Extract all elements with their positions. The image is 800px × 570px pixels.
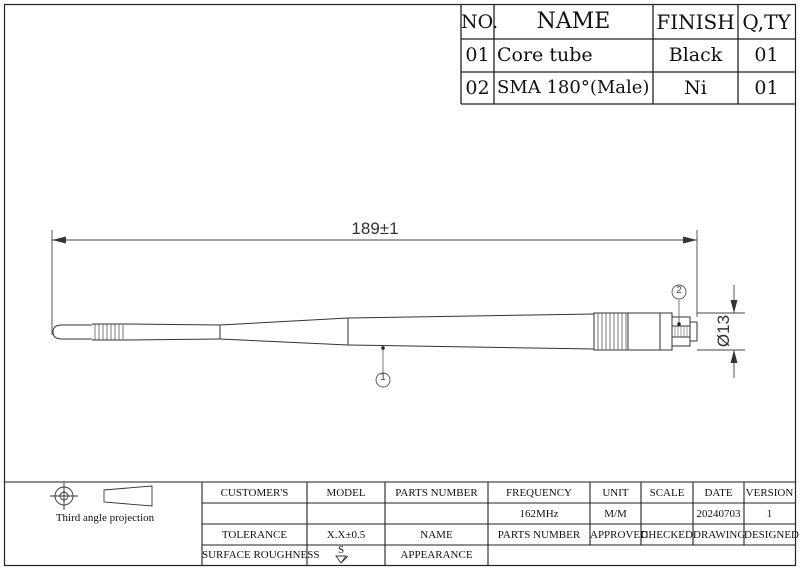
- projection-label: Third angle projection: [55, 512, 155, 524]
- value-frequency: 162MHz: [519, 508, 559, 520]
- diameter-dimension-label: Ø13: [714, 314, 733, 348]
- label-customers: CUSTOMER'S: [220, 487, 289, 499]
- value-unit: M/M: [604, 508, 627, 520]
- projection-symbol: [50, 482, 153, 510]
- header-no: NO.: [461, 11, 499, 33]
- row2-finish: Ni: [684, 77, 707, 99]
- row2-name: SMA 180°(Male): [497, 77, 650, 98]
- balloon-2-label: 2: [676, 285, 682, 296]
- label-unit: UNIT: [602, 487, 629, 499]
- roughness-symbol: [335, 555, 349, 564]
- label-checked: CHECKED: [641, 529, 693, 541]
- row1-name: Core tube: [497, 44, 593, 66]
- parts-table-grid: [460, 5, 795, 105]
- balloon-1-dot: [381, 346, 385, 350]
- label-name: NAME: [420, 529, 453, 541]
- row2-qty: 01: [754, 77, 779, 99]
- label-parts-number: PARTS NUMBER: [395, 487, 478, 499]
- label-parts-number-2: PARTS NUMBER: [497, 529, 581, 541]
- header-qty: Q,TY: [742, 10, 791, 34]
- balloon-1-circle: [375, 372, 391, 388]
- rear-ridges: [597, 313, 627, 350]
- label-drawing: DRAWING: [693, 529, 746, 541]
- dia-arrow-top: [730, 300, 738, 313]
- sheet-frame: [3, 3, 797, 567]
- balloon-2-circle: [671, 284, 687, 300]
- label-date: DATE: [704, 487, 733, 499]
- dim-arrow-right: [683, 236, 697, 244]
- label-frequency: FREQUENCY: [505, 487, 572, 499]
- length-dimension-label: 189±1: [351, 219, 399, 238]
- label-approved: APPROVED: [590, 529, 649, 541]
- value-version: 1: [766, 508, 773, 520]
- value-date: 20240703: [696, 508, 741, 520]
- title-block-grid: [5, 481, 795, 566]
- header-finish: FINISH: [656, 10, 735, 34]
- row1-finish: Black: [668, 44, 723, 66]
- connector-thread: [674, 326, 688, 337]
- tip-ridges: [94, 324, 124, 340]
- row1-no: 01: [465, 44, 490, 66]
- label-designed: DESIGNED: [744, 529, 799, 541]
- dim-arrow-left: [52, 236, 66, 244]
- label-tolerance: TOLERANCE: [221, 529, 288, 541]
- dia-arrow-bottom: [730, 350, 738, 363]
- row2-no: 02: [465, 77, 490, 99]
- label-version: VERSION: [745, 487, 794, 499]
- label-scale: SCALE: [649, 487, 685, 499]
- balloon-2-dot: [677, 322, 681, 326]
- balloon-1-label: 1: [380, 372, 386, 383]
- value-roughness-symbol: S: [337, 544, 345, 556]
- length-dimension: [51, 230, 698, 335]
- label-appearance: APPEARANCE: [400, 549, 473, 561]
- label-model: MODEL: [326, 487, 366, 499]
- antenna-body: [52, 312, 698, 351]
- row1-qty: 01: [754, 44, 779, 66]
- value-tolerance: X.X±0.5: [326, 529, 366, 541]
- label-surface-roughness: SURFACE ROUGHNESS: [202, 549, 320, 561]
- header-name: NAME: [536, 9, 611, 34]
